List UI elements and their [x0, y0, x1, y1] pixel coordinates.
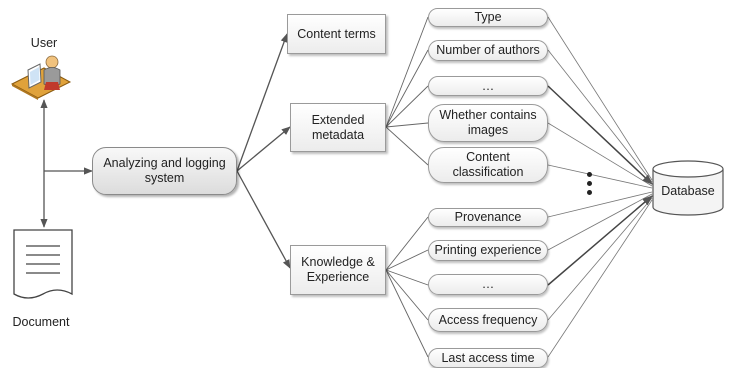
database-label: Database [661, 184, 715, 198]
experience-item-provenance: Provenance [428, 208, 548, 227]
knowledge-experience-box: Knowledge & Experience [290, 245, 386, 295]
content-terms-box: Content terms [287, 14, 386, 54]
metadata-item-number-of-authors: Number of authors [428, 40, 548, 61]
analyzing-logging-system: Analyzing and logging system [92, 147, 237, 195]
vertical-ellipsis-icon [587, 172, 593, 199]
experience-item-printing-experience: Printing experience [428, 240, 548, 261]
user-at-desk-icon [10, 55, 72, 100]
database-cylinder-icon [652, 160, 724, 216]
document-label: Document [12, 315, 70, 329]
metadata-item-content-classification: Content classification [428, 147, 548, 183]
experience-item-ellipsis: … [428, 274, 548, 295]
document-icon [13, 229, 73, 299]
metadata-item-ellipsis: … [428, 76, 548, 96]
metadata-item-contains-images: Whether contains images [428, 104, 548, 142]
user-label: User [30, 36, 58, 50]
experience-item-access-frequency: Access frequency [428, 308, 548, 332]
experience-item-last-access-time: Last access time [428, 348, 548, 368]
metadata-item-type: Type [428, 8, 548, 27]
extended-metadata-box: Extended metadata [290, 103, 386, 152]
